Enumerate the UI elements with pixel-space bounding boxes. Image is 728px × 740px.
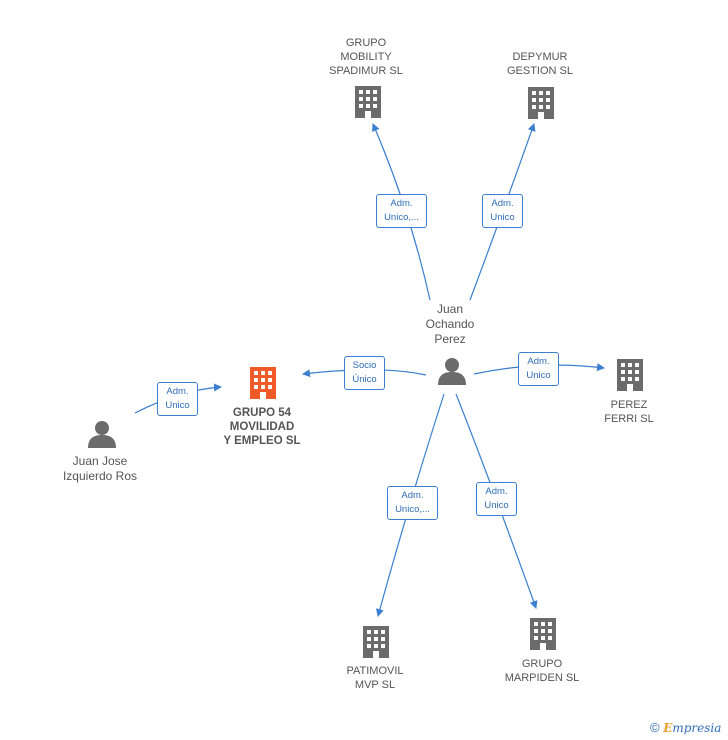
juan-jose-person-icon (88, 421, 116, 448)
edge-label-to-depymur: Adm. Unico (482, 194, 523, 228)
grupo-marpiden-building-icon (530, 618, 556, 650)
footer-brand[interactable]: © Empresia (650, 720, 721, 735)
grupo-mobility-building-icon (355, 86, 381, 118)
juan-ochando-label[interactable]: Juan Ochando Perez (425, 302, 475, 346)
empresia-logo: Empresia (663, 721, 722, 735)
patimovil-label[interactable]: PATIMOVIL MVP SL (346, 665, 404, 691)
patimovil-building-icon (363, 626, 389, 658)
perez-ferri-building-icon (617, 359, 643, 391)
edge-label-to-perez-ferri: Adm. Unico (518, 352, 559, 386)
grupo54-label[interactable]: GRUPO 54 MOVILIDAD Y EMPLEO SL (223, 407, 301, 447)
edge-label-to-patimovil: Adm. Unico,... (387, 486, 438, 520)
juan-ochando-person-icon (438, 358, 466, 385)
edge-label-juanjose-to-grupo54: Adm. Unico (157, 382, 198, 416)
depymur-label[interactable]: DEPYMUR GESTION SL (506, 51, 574, 77)
edge-label-to-mobility: Adm. Unico,... (376, 194, 427, 228)
grupo-mobility-label[interactable]: GRUPO MOBILITY SPADIMUR SL (329, 37, 403, 77)
juan-jose-label[interactable]: Juan Jose Izquierdo Ros (62, 454, 138, 483)
grupo54-building-icon (250, 367, 276, 399)
edge-label-to-grupo54-socio: Socio Único (344, 356, 385, 390)
edge-label-to-marpiden: Adm. Unico (476, 482, 517, 516)
grupo-marpiden-label[interactable]: GRUPO MARPIDEN SL (504, 658, 580, 684)
copyright-icon: © (650, 720, 660, 735)
depymur-building-icon (528, 87, 554, 119)
perez-ferri-label[interactable]: PEREZ FERRI SL (604, 399, 654, 425)
